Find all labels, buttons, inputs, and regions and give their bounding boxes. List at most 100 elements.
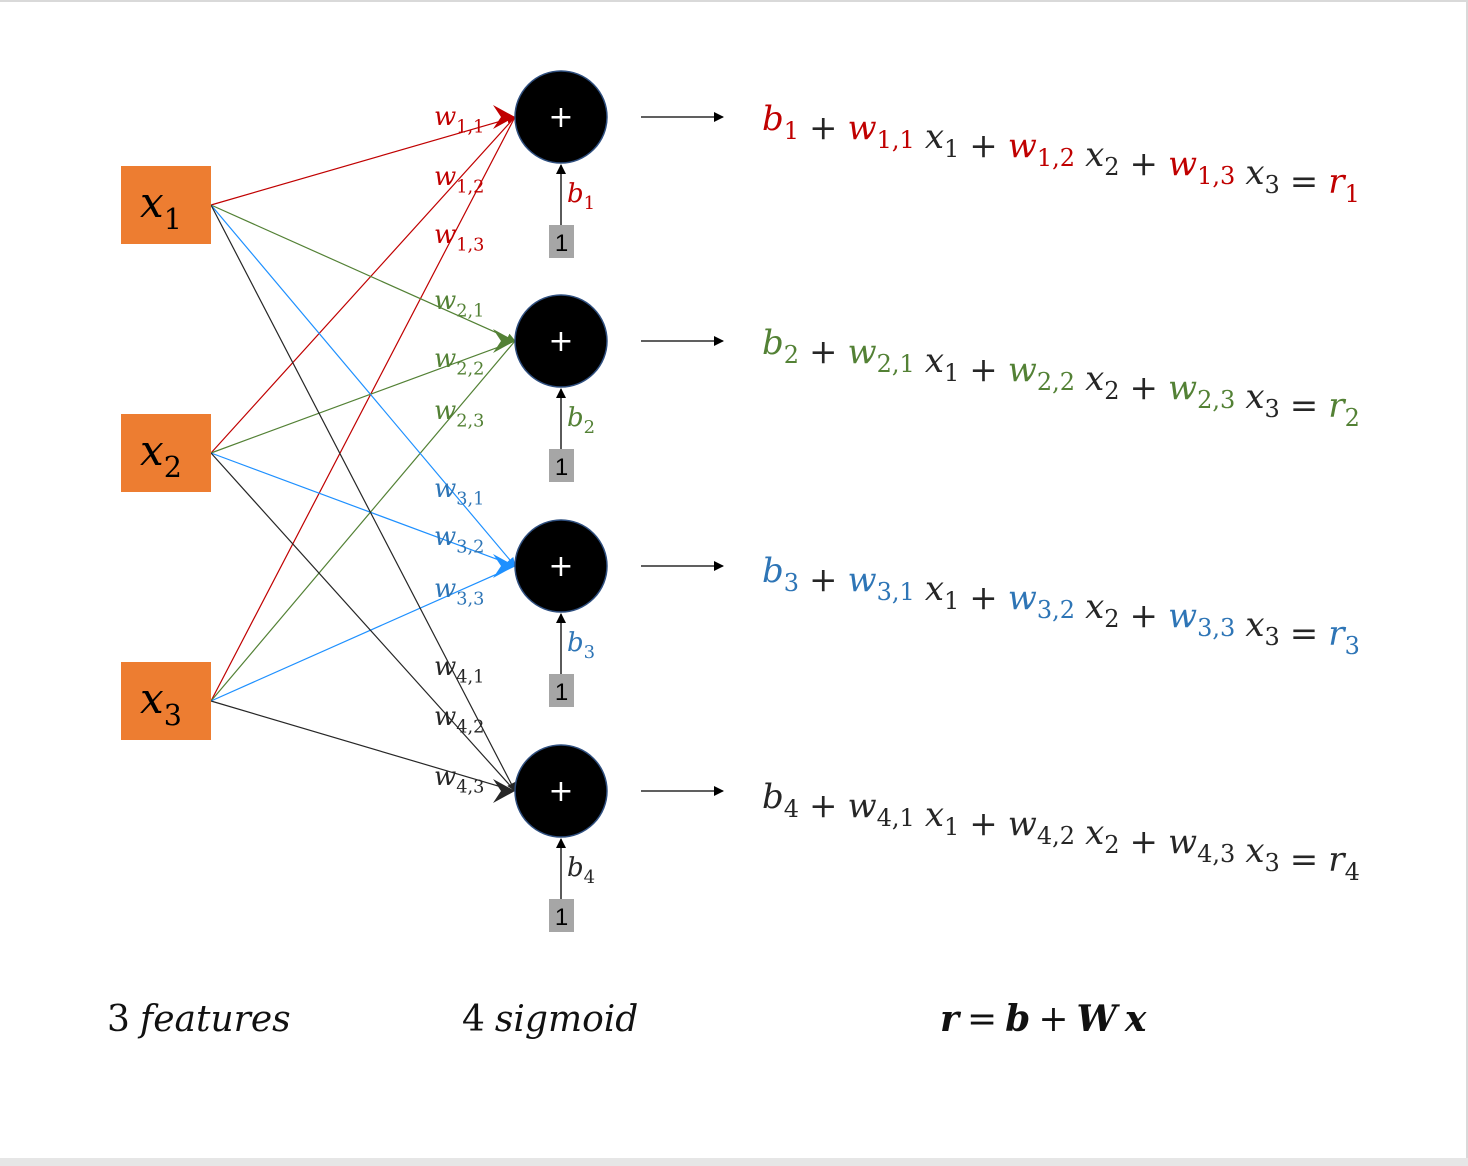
equation-term-w: w	[1008, 126, 1037, 166]
weight-label-1-2: w1,2	[434, 162, 484, 197]
weight-label-4-2-sub: 4,2	[456, 717, 484, 737]
input-label-x2-base: x	[140, 426, 164, 475]
neuron2-arrowhead	[493, 329, 515, 353]
input-label-x3-sub: 3	[164, 698, 182, 732]
equation-term-b: b	[762, 323, 784, 363]
neurons: +1b1+1b2+1b3+1b4	[514, 70, 608, 932]
edge-x1-to-neuron2	[210, 204, 516, 342]
equation-term-x: x	[1085, 135, 1104, 175]
equation-subscript: 2	[784, 341, 799, 369]
equation-term-w: w	[1008, 578, 1037, 618]
equation-subscript: 2	[1104, 153, 1119, 181]
input-label-x1-sub: 1	[164, 202, 182, 236]
edge-x3-to-neuron4	[210, 700, 516, 792]
weight-label-1-3-base: w	[434, 220, 456, 250]
equation-operator: +	[809, 108, 838, 148]
equation-subscript: 2,1	[877, 350, 915, 378]
output-arrows	[641, 112, 724, 796]
weight-label-2-1: w2,1	[434, 286, 484, 321]
equation-term-w: w	[1168, 822, 1197, 862]
equation-subscript: 1	[784, 117, 799, 145]
edge-x2-to-neuron2	[210, 340, 516, 454]
weight-label-4-3-base: w	[434, 762, 456, 792]
neuron-4: +1b4	[514, 744, 608, 932]
equation-term-w: w	[1168, 368, 1197, 408]
sigmoid-count: 4	[462, 999, 485, 1040]
formula-term-b: b	[1005, 998, 1030, 1040]
equation-subscript: 1,1	[877, 126, 915, 154]
bias-label-b4: b4	[567, 853, 595, 888]
equation-operator: =	[1290, 386, 1319, 426]
features-count: 3	[107, 999, 130, 1040]
formula-term-W: W	[1076, 998, 1120, 1040]
equation-term-x: x	[925, 341, 944, 381]
bias-label-base: b	[567, 403, 584, 433]
equation-subscript: 3,1	[877, 578, 915, 606]
equation-subscript: 2,2	[1037, 368, 1075, 396]
bias-label-sub: 3	[584, 642, 595, 663]
equation-subscript: 1	[944, 813, 959, 841]
edge-x3-to-neuron2	[210, 340, 516, 702]
weight-label-4-1: w4,1	[434, 652, 484, 687]
equation-subscript: 2	[1345, 404, 1360, 432]
features-word: features	[137, 999, 291, 1040]
equation-subscript: 1,3	[1197, 162, 1235, 190]
sum-symbol: +	[548, 549, 573, 584]
equation-operator: +	[809, 786, 838, 826]
weight-label-1-2-base: w	[434, 162, 456, 192]
sum-symbol: +	[548, 774, 573, 809]
input-label-x1-base: x	[140, 178, 164, 227]
neuron-circle	[514, 70, 608, 164]
equation-term-w: w	[1168, 144, 1197, 184]
input-label-x3: x3	[140, 674, 182, 732]
input-box	[121, 414, 211, 492]
equation-term-w: w	[1168, 596, 1197, 636]
equation-subscript: 2	[1104, 377, 1119, 405]
bias-label-b3: b3	[567, 628, 595, 663]
weight-label-3-2-sub: 3,2	[456, 537, 484, 557]
equation-term-w: w	[848, 332, 877, 372]
input-box	[121, 166, 211, 244]
equation-term-x: x	[1085, 587, 1104, 627]
equation-subscript: 3	[1265, 171, 1280, 199]
equation-operator: +	[1130, 596, 1159, 636]
equation-subscript: 3,3	[1197, 614, 1235, 642]
equation-term-w: w	[848, 108, 877, 148]
bias-input-value: 1	[555, 230, 568, 257]
weight-label-1-2-sub: 1,2	[456, 177, 484, 197]
formula-operator: =	[967, 999, 997, 1040]
equation-operator: =	[1290, 840, 1319, 880]
frame-bottom-border	[0, 1158, 1468, 1166]
equation-subscript: 3	[784, 569, 799, 597]
formula-operator: +	[1038, 999, 1068, 1040]
neuron-circle	[514, 744, 608, 838]
equation-term-x: x	[925, 117, 944, 157]
equation-term-w: w	[848, 560, 877, 600]
input-label-x3-base: x	[140, 674, 164, 723]
bias-label-b1: b1	[567, 179, 595, 214]
equation-term-x: x	[1085, 813, 1104, 853]
equation-term-w: w	[1008, 804, 1037, 844]
equation-operator: +	[1130, 368, 1159, 408]
weight-label-4-2-base: w	[434, 702, 456, 732]
equation-subscript: 3,2	[1037, 596, 1075, 624]
bias-label-base: b	[567, 853, 584, 883]
weight-label-1-3: w1,3	[434, 220, 484, 255]
edge-x1-to-neuron3	[210, 204, 516, 567]
weight-label-4-1-sub: 4,1	[456, 667, 484, 687]
neuron-circle	[514, 294, 608, 388]
equation-subscript: 4	[1345, 858, 1360, 886]
equation-term-x: x	[1085, 359, 1104, 399]
equation-operator: +	[1130, 144, 1159, 184]
equation-term-r: r	[1328, 614, 1346, 654]
neuron1-arrowhead	[493, 105, 515, 129]
equation-operator: +	[969, 350, 998, 390]
edge-x2-to-neuron4	[210, 452, 516, 792]
sum-symbol: +	[548, 100, 573, 135]
